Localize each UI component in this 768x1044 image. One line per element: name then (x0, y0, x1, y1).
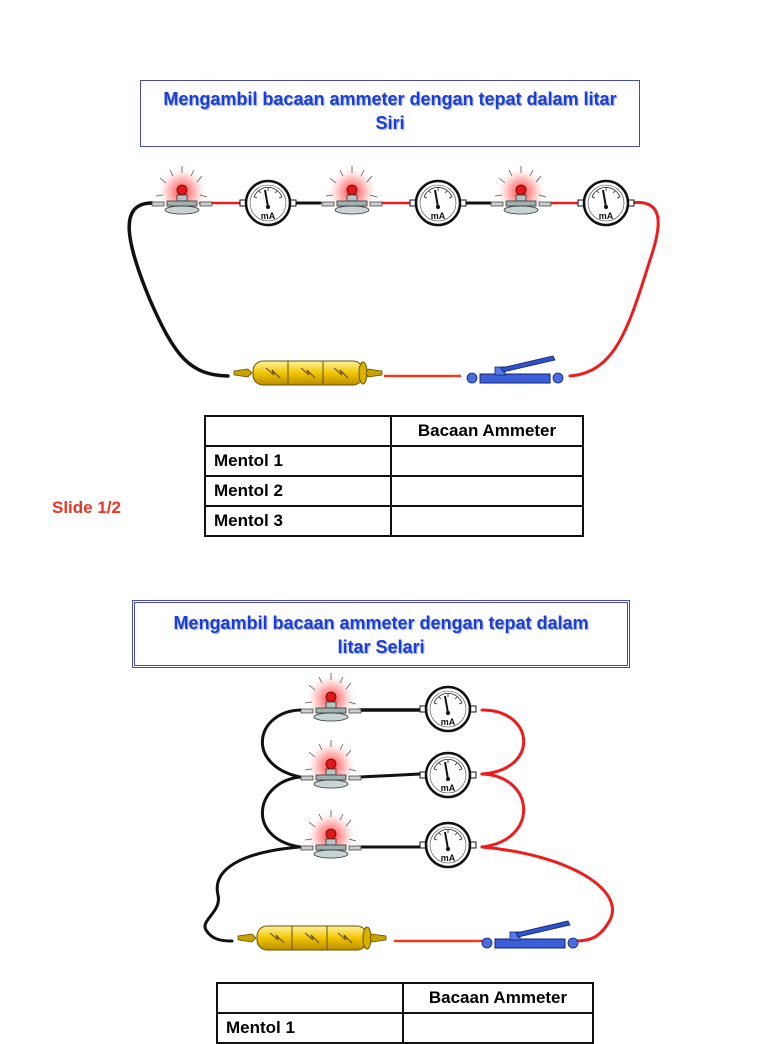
parallel-ammeter-2-unit: mA (441, 783, 456, 793)
series-reading-table: Bacaan Ammeter Mentol 1 Mentol 2 Mentol … (204, 415, 584, 537)
table-row-value (390, 445, 584, 477)
table-row: Mentol 2 (204, 475, 584, 507)
table-header-cell: Bacaan Ammeter (402, 982, 594, 1014)
parallel-title-line2: litar Selari (337, 637, 425, 657)
series-ammeter-3-unit: mA (599, 211, 614, 221)
table-row: Mentol 3 (204, 505, 584, 537)
table-row-label: Mentol 2 (204, 475, 392, 507)
parallel-bulb-1-icon (300, 672, 362, 724)
parallel-switch-icon (481, 920, 579, 949)
table-header-row: Bacaan Ammeter (204, 415, 584, 447)
series-bulb-2-icon (321, 165, 383, 217)
table-row-label: Mentol 3 (204, 505, 392, 537)
parallel-bulb-3-icon (300, 809, 362, 861)
series-title-line2: Siri (375, 113, 405, 133)
parallel-title-line1: Mengambil bacaan ammeter dengan tepat da… (173, 613, 589, 633)
parallel-bulb-2-icon (300, 739, 362, 791)
table-row-value (390, 505, 584, 537)
table-header-cell (216, 982, 404, 1014)
series-ammeter-1-unit: mA (261, 211, 276, 221)
parallel-ammeter-3-unit: mA (441, 853, 456, 863)
table-row-label: Mentol 1 (216, 1012, 404, 1044)
series-bulb-1-icon (151, 165, 213, 217)
parallel-ammeter-1-unit: mA (441, 717, 456, 727)
series-title-line1: Mengambil bacaan ammeter dengan tepat da… (163, 89, 617, 109)
series-bulb-3-icon (490, 165, 552, 217)
table-row-value (402, 1012, 594, 1044)
table-header-cell (204, 415, 392, 447)
table-row: Mentol 1 (216, 1012, 594, 1044)
slide-label: Slide 1/2 (52, 498, 121, 517)
series-title: Mengambil bacaan ammeter dengan tepat da… (140, 80, 640, 147)
parallel-reading-table: Bacaan Ammeter Mentol 1 (216, 982, 594, 1044)
series-ammeter-2-unit: mA (431, 211, 446, 221)
series-battery-icon (233, 360, 383, 386)
table-row: Mentol 1 (204, 445, 584, 477)
parallel-circuit: mA mA mA (203, 672, 614, 951)
series-switch-icon (466, 355, 564, 384)
series-circuit: mA mA mA (127, 165, 660, 386)
table-row-label: Mentol 1 (204, 445, 392, 477)
table-header-cell: Bacaan Ammeter (390, 415, 584, 447)
table-header-row: Bacaan Ammeter (216, 982, 594, 1014)
parallel-battery-icon (237, 925, 387, 951)
table-row-value (390, 475, 584, 507)
parallel-title: Mengambil bacaan ammeter dengan tepat da… (132, 600, 630, 668)
